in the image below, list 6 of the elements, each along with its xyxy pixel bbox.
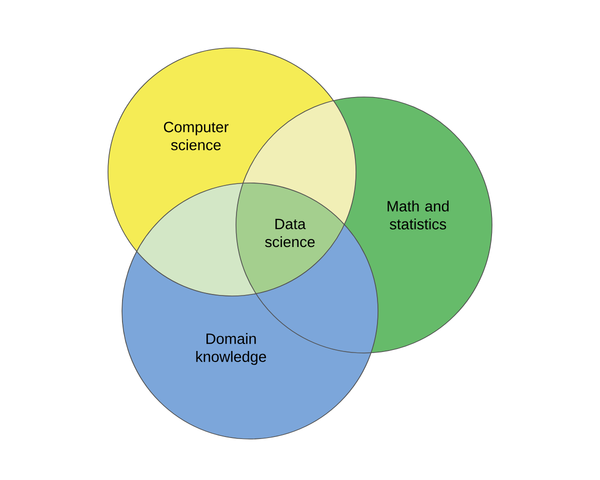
venn-circle	[122, 182, 378, 440]
region-label: Data science	[265, 218, 315, 248]
circle-label: Computer science	[164, 122, 229, 150]
circle-label: Math and statistics	[388, 200, 449, 230]
venn-circle	[108, 48, 356, 296]
circle-label: Domain knowledge	[196, 333, 266, 365]
